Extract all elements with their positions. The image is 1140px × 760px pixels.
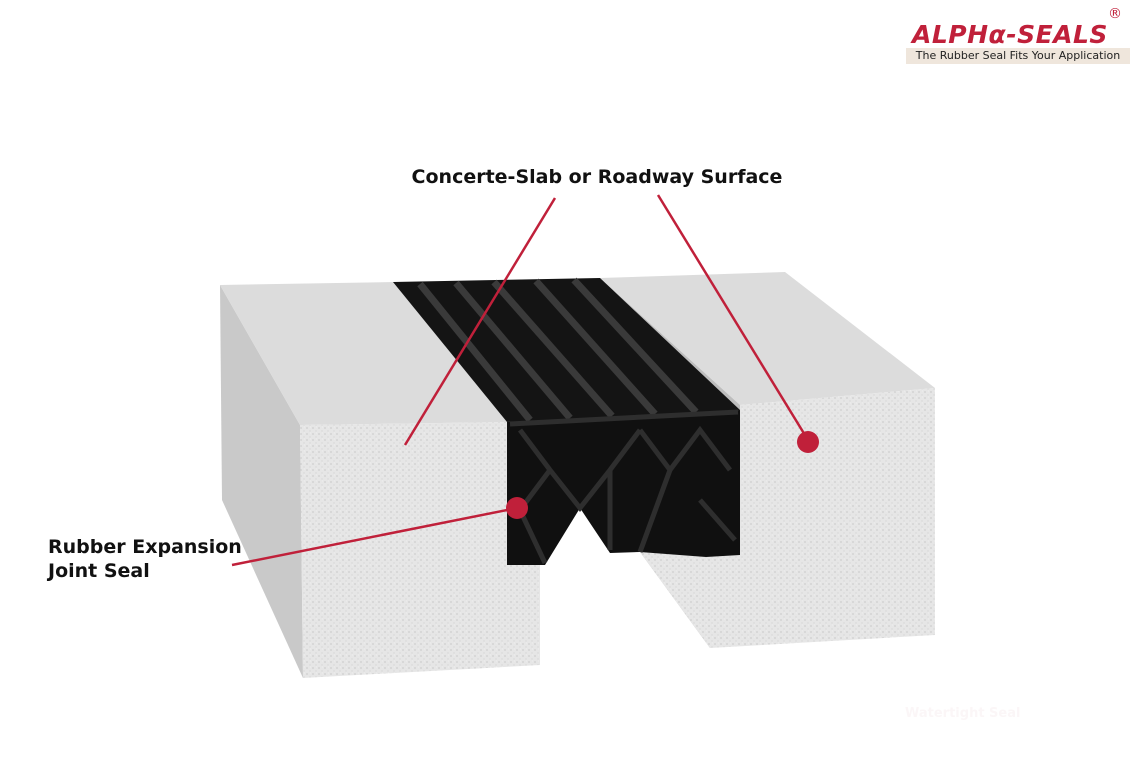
seal-callout-line (231, 506, 518, 567)
seal-label-line2: Joint Seal (48, 560, 150, 582)
logo-name: ALPHα-SEALS (912, 20, 1108, 49)
surface-label: Concerte-Slab or Roadway Surface (411, 166, 783, 188)
seal-callout-dot (506, 497, 528, 519)
rubber-seal (393, 277, 740, 565)
registered-mark: ® (1108, 6, 1122, 22)
left-concrete-slab (220, 282, 540, 678)
surface-callout-line-left (403, 197, 557, 446)
surface-callout-line-right (656, 194, 810, 441)
logo-tagline: The Rubber Seal Fits Your Application (906, 48, 1130, 64)
seal-label-line1: Rubber Expansion (48, 536, 242, 558)
watermark-text: Watertight Seal (905, 706, 1021, 721)
callout-lines (231, 194, 810, 567)
seal-label: Rubber Expansion Joint Seal (48, 535, 242, 583)
alpha-seals-logo: ALPHα-SEALS ® The Rubber Seal Fits Your … (906, 6, 1130, 66)
surface-callout-dot (797, 431, 819, 453)
